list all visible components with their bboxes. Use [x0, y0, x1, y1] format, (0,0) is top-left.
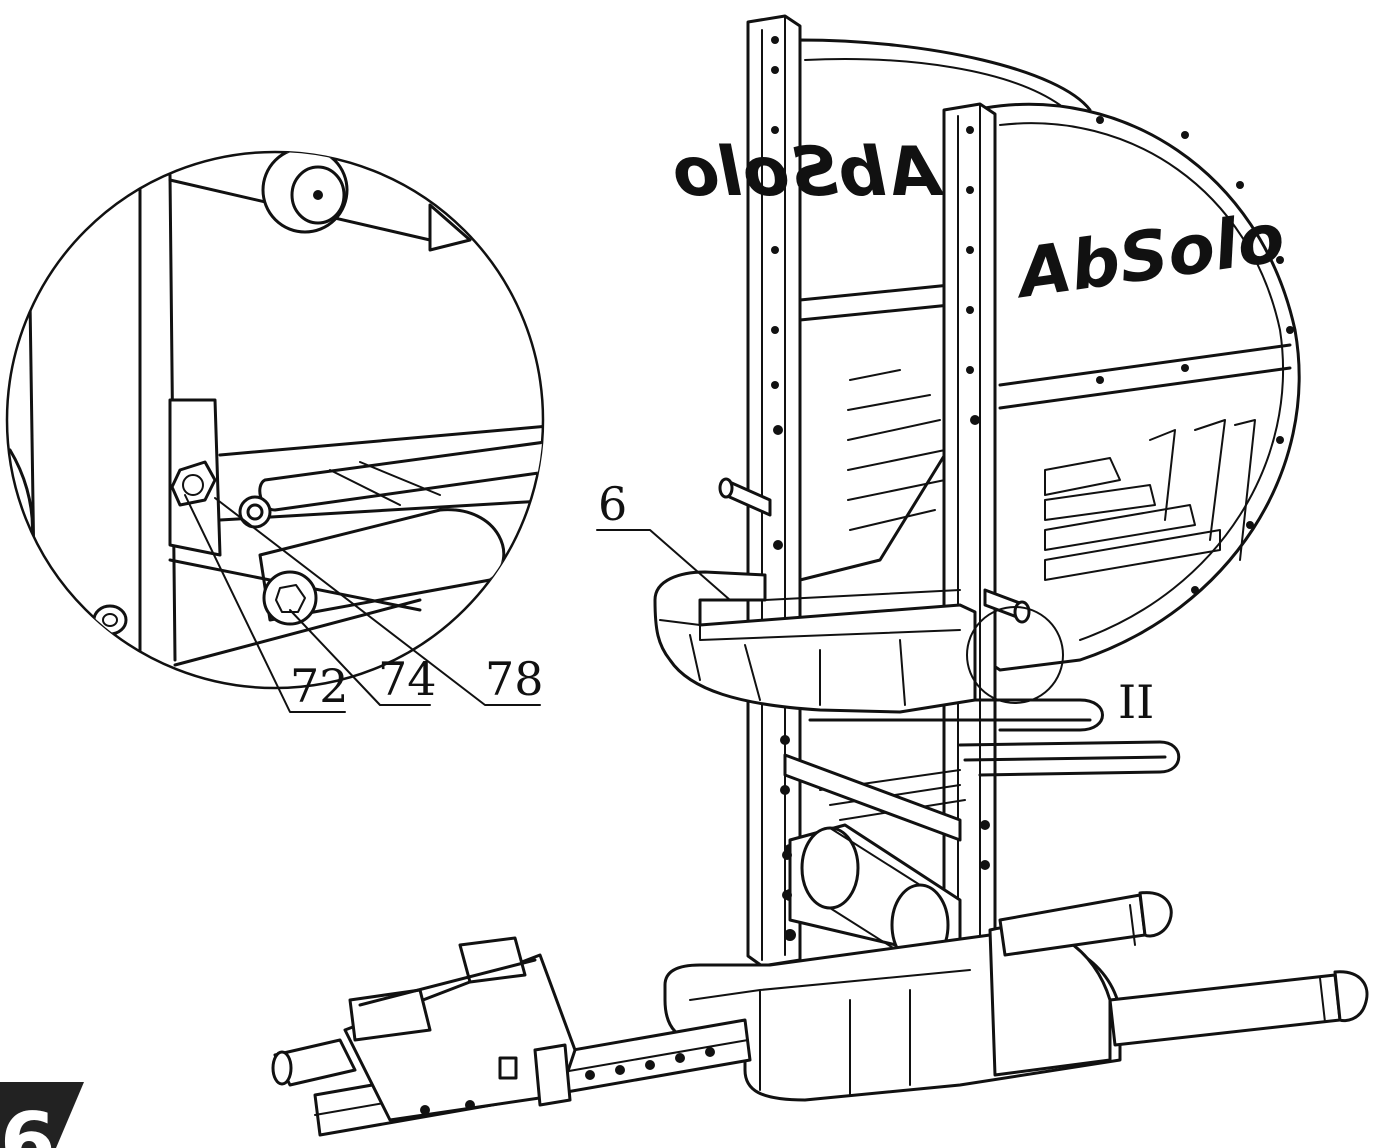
step-number: 6	[0, 1096, 56, 1148]
machine-drawing: AbSolo AbSolo	[271, 14, 1369, 1137]
leader-72	[184, 494, 346, 713]
foot-holder	[271, 936, 577, 1122]
step-badge: 6	[0, 1082, 84, 1148]
seat	[653, 570, 977, 714]
leader-74	[289, 609, 431, 706]
leader-6	[596, 529, 731, 601]
pins	[718, 477, 1031, 624]
detail-label-ii: II	[1118, 675, 1154, 729]
leader-78	[214, 497, 541, 706]
detail-marker-circle	[966, 606, 1064, 704]
front-disc: AbSolo	[983, 102, 1301, 672]
callout-72: 72	[290, 659, 349, 713]
callout-6: 6	[598, 477, 627, 531]
callout-78: 78	[485, 652, 544, 706]
leg-support-tubes	[783, 698, 1181, 842]
stabilizer-legs	[998, 891, 1369, 1047]
seat-callout: 6	[596, 477, 731, 601]
mirrored-logo-text: AbSolo	[673, 133, 945, 212]
base-frame	[663, 925, 1122, 1102]
callout-74: 74	[378, 652, 437, 706]
detail-inset: 72 74 78	[5, 150, 545, 713]
